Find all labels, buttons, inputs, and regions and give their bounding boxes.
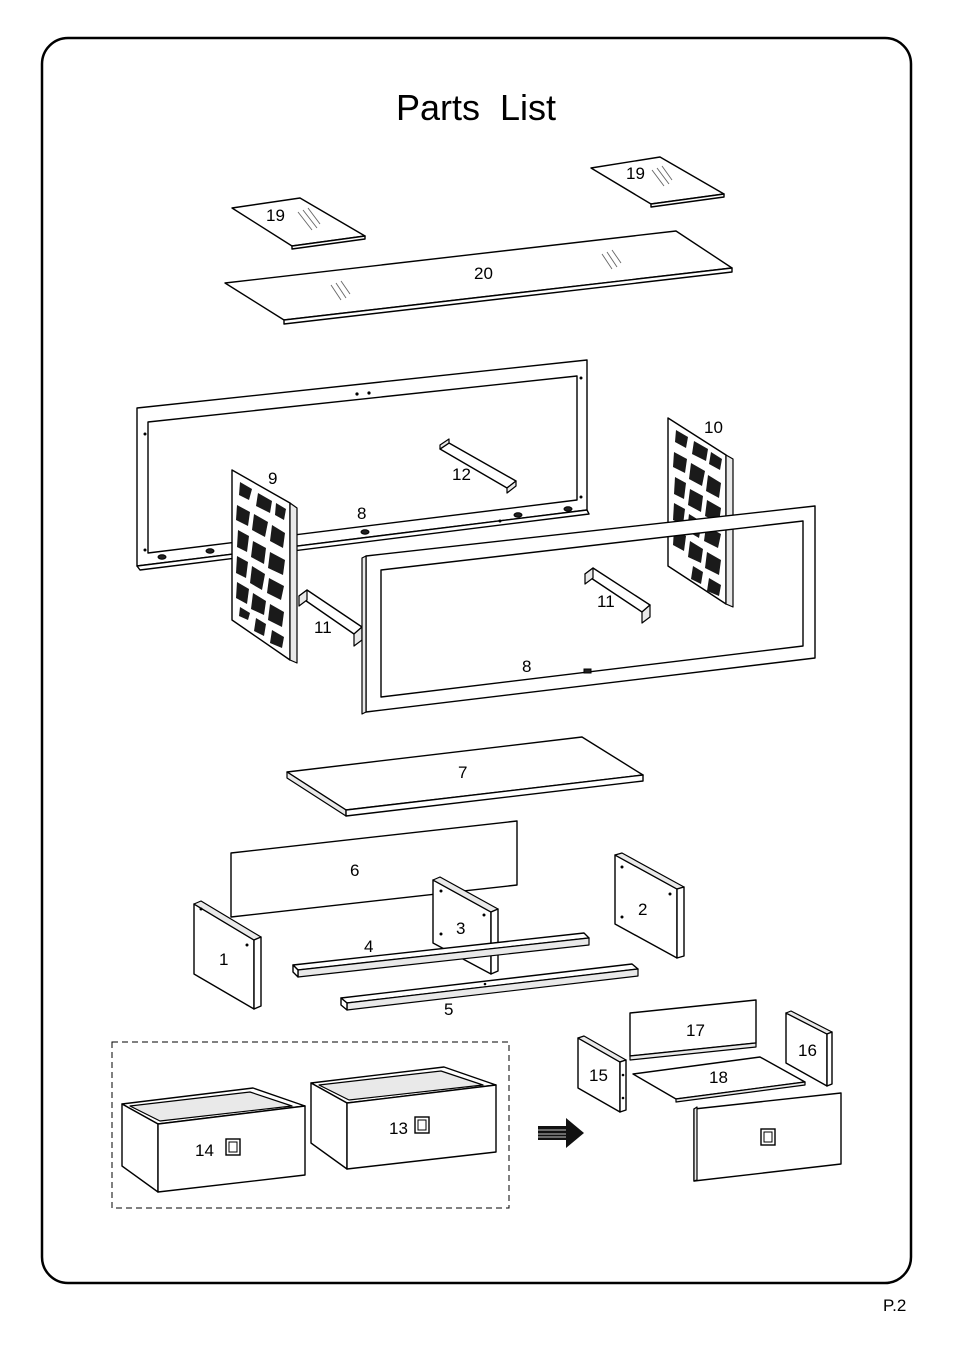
label-10: 10	[704, 418, 723, 437]
part-17-drawer-back: 17	[629, 999, 757, 1061]
part-5-rail: 5	[340, 963, 639, 1019]
label-4: 4	[364, 937, 373, 956]
label-19-left: 19	[266, 206, 285, 225]
part-11-right-bracket: 11	[584, 567, 651, 624]
arrow-right-icon	[538, 1118, 584, 1148]
part-2-side: 2	[614, 852, 685, 959]
page-number: P.2	[883, 1296, 906, 1315]
label-1: 1	[219, 950, 228, 969]
part-20-glass-top: 20	[224, 230, 733, 325]
part-11-left-bracket: 11	[298, 589, 363, 647]
label-16: 16	[798, 1041, 817, 1060]
part-4-rail: 4	[292, 932, 590, 978]
label-11-right: 11	[597, 592, 615, 611]
assembled-drawers-box	[111, 1041, 510, 1209]
label-3: 3	[456, 919, 465, 938]
label-18: 18	[709, 1068, 728, 1087]
label-9: 9	[268, 469, 277, 488]
label-17: 17	[686, 1021, 705, 1040]
part-12-bracket: 12	[439, 438, 517, 494]
part-16-drawer-side: 16	[785, 1010, 833, 1087]
label-8-back: 8	[357, 504, 366, 523]
page-frame	[40, 36, 913, 1285]
label-13: 13	[389, 1119, 408, 1138]
part-19-right: 19	[590, 156, 725, 208]
label-6: 6	[350, 861, 359, 880]
label-15: 15	[589, 1066, 608, 1085]
label-20: 20	[474, 264, 493, 283]
part-1-side: 1	[193, 900, 262, 1010]
part-8-front-frame: 8	[361, 505, 816, 715]
drawer-14: 14	[121, 1087, 306, 1193]
label-14: 14	[195, 1141, 214, 1160]
label-19-right: 19	[626, 164, 645, 183]
page-title: Parts List	[396, 87, 556, 128]
part-10-side-panel: 10	[667, 417, 734, 608]
part-19-left: 19	[231, 197, 366, 250]
drawer-front-panel	[693, 1092, 842, 1182]
part-9-side-panel: 9	[231, 469, 298, 664]
label-5: 5	[444, 1000, 453, 1019]
label-8-front: 8	[522, 657, 531, 676]
label-11-left: 11	[314, 618, 332, 637]
label-2: 2	[638, 900, 647, 919]
label-7: 7	[458, 763, 467, 782]
drawer-13: 13	[310, 1066, 497, 1170]
label-12: 12	[452, 465, 471, 484]
part-18-drawer-bottom: 18	[632, 1056, 806, 1103]
part-15-drawer-side: 15	[577, 1035, 627, 1113]
part-7-shelf: 7	[286, 736, 644, 817]
